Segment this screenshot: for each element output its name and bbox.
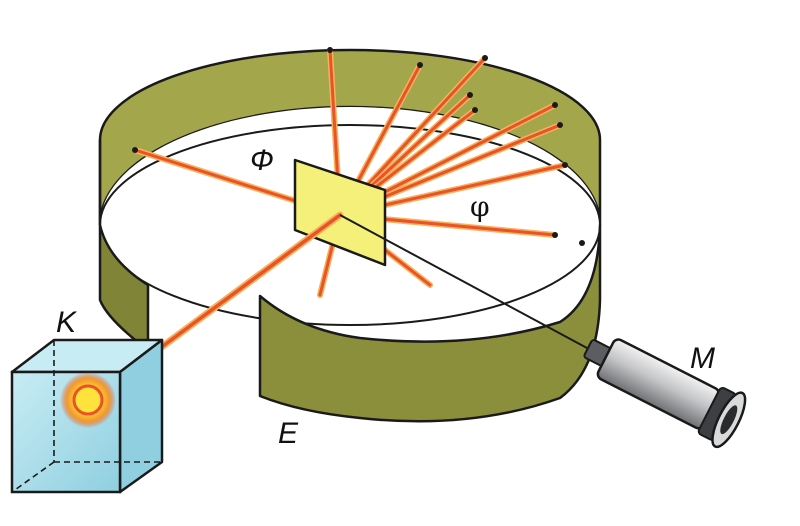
label-screen: E: [278, 417, 299, 450]
label-source: K: [56, 306, 78, 339]
microscope-sight-line: [339, 214, 601, 356]
impact-dot-3: [482, 55, 488, 61]
impact-dot-2: [417, 62, 423, 68]
impact-dot-4: [467, 92, 473, 98]
label-foil: Ф: [250, 144, 274, 177]
impact-dot-5: [472, 107, 478, 113]
label-microscope: M: [690, 342, 715, 375]
label-angle: φ: [470, 190, 490, 223]
impact-dot-6: [552, 102, 558, 108]
radioactive-source-box: [10, 338, 164, 494]
impact-dot-7: [557, 122, 563, 128]
impact-dot-0: [132, 147, 138, 153]
screen-right-front: [258, 223, 602, 423]
impact-dot-9: [552, 232, 558, 238]
impact-dot-10: [579, 240, 585, 246]
microscope: [583, 338, 747, 449]
impact-dot-8: [562, 162, 568, 168]
impact-dot-1: [327, 47, 333, 53]
screen-left-front: [98, 138, 150, 352]
